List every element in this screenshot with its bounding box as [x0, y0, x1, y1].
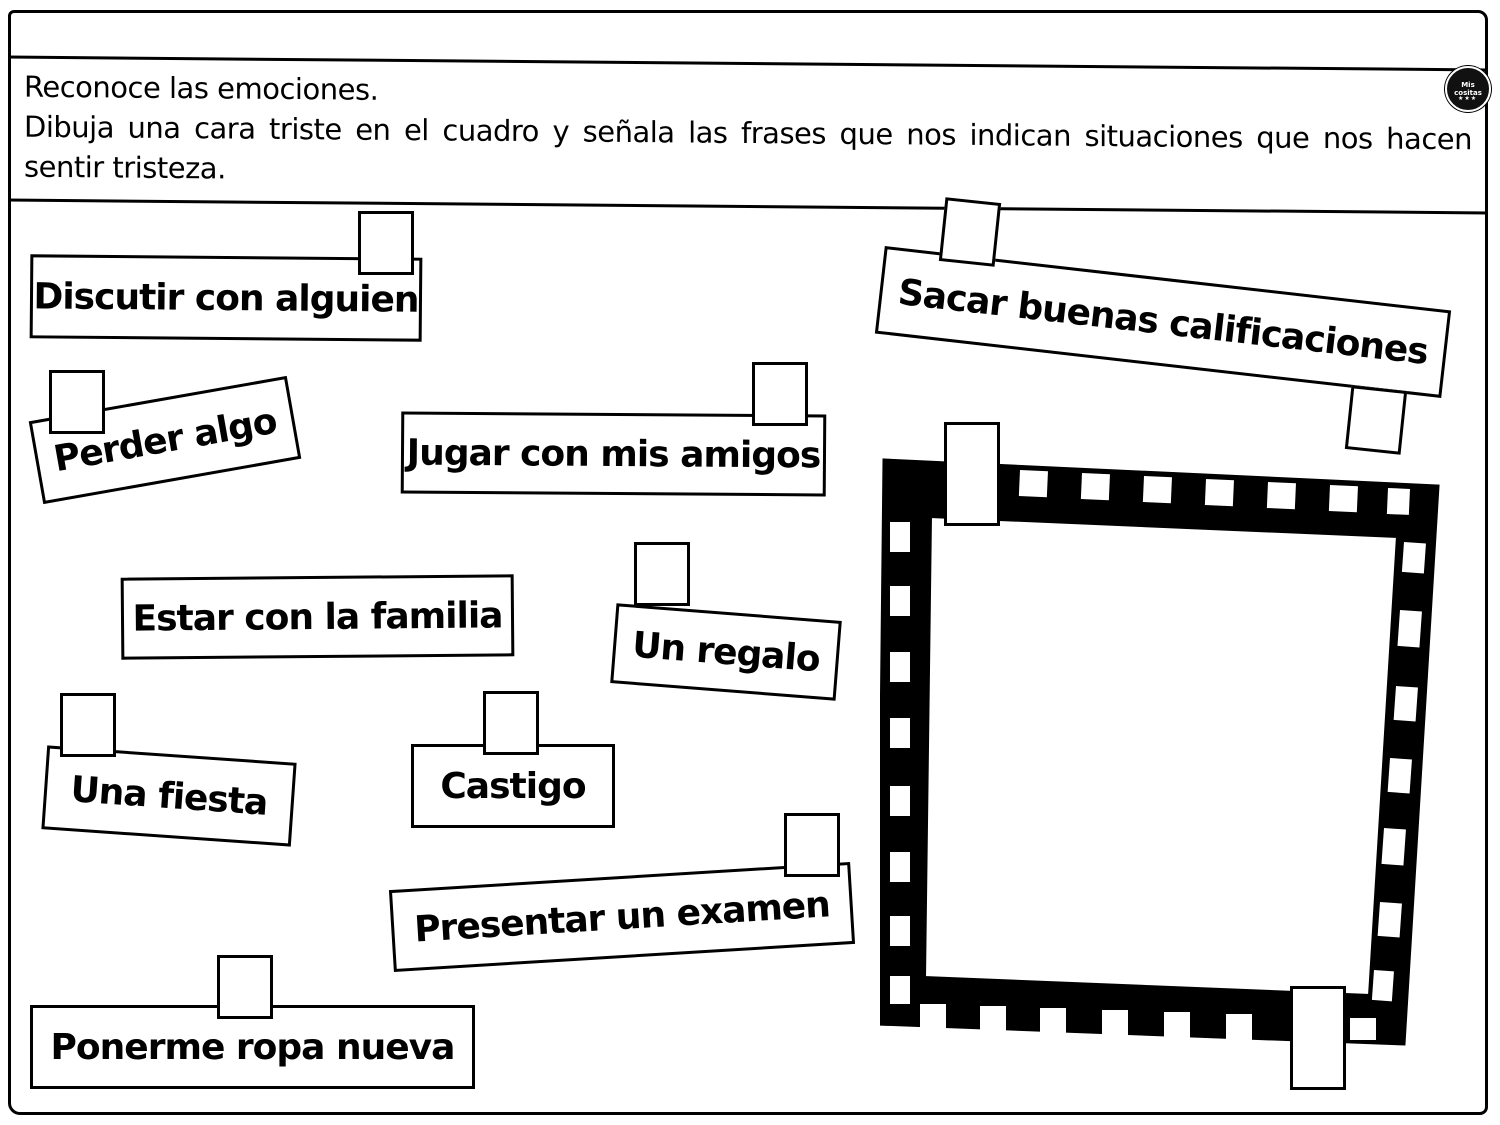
- film-holes-top: [1018, 470, 1410, 515]
- checkbox-jugar[interactable]: [752, 362, 808, 426]
- star-icon: ★★★: [1458, 95, 1478, 102]
- phrase-label: Castigo: [440, 765, 586, 807]
- phrase-label: Jugar con mis amigos: [406, 432, 821, 476]
- checkbox-castigo[interactable]: [483, 691, 539, 755]
- checkbox-fiesta[interactable]: [60, 693, 116, 757]
- checkbox-sacar[interactable]: [938, 197, 1002, 267]
- checkbox-frame-top[interactable]: [944, 422, 1000, 526]
- drawing-frame[interactable]: [880, 456, 1440, 1052]
- logo-text: Mis cositas: [1454, 81, 1482, 97]
- phrase-card-castigo: Castigo: [411, 744, 615, 828]
- film-strip-border: [880, 458, 1440, 1046]
- instructions-text: Dibuja una cara triste en el cuadro y se…: [24, 109, 1472, 186]
- phrase-card-estar: Estar con la familia: [120, 574, 515, 660]
- phrase-label: Presentar un examen: [413, 883, 831, 951]
- phrase-label: Ponerme ropa nueva: [50, 1026, 456, 1068]
- phrase-label: Estar con la familia: [132, 594, 503, 640]
- checkbox-examen[interactable]: [784, 813, 840, 877]
- film-holes-left: [890, 522, 910, 1004]
- checkbox-ropa[interactable]: [217, 955, 273, 1019]
- phrase-card-fiesta: Una fiesta: [41, 745, 297, 847]
- checkbox-perder[interactable]: [49, 370, 105, 434]
- checkbox-sacar-bottom[interactable]: [1344, 385, 1408, 455]
- checkbox-frame-bottom[interactable]: [1290, 986, 1346, 1090]
- checkbox-regalo[interactable]: [634, 542, 690, 606]
- phrase-label: Una fiesta: [69, 768, 269, 824]
- worksheet-border: [8, 10, 1488, 1115]
- phrase-label: Un regalo: [630, 624, 822, 680]
- film-holes-right: [1371, 542, 1426, 1002]
- instructions-box: Reconoce las emociones. Dibuja una cara …: [8, 55, 1488, 215]
- logo-badge: Mis cositas ★★★: [1445, 66, 1491, 112]
- film-holes-bottom: [920, 1004, 1376, 1040]
- phrase-label: Discutir con alguien: [33, 275, 419, 321]
- checkbox-discutir[interactable]: [358, 211, 414, 275]
